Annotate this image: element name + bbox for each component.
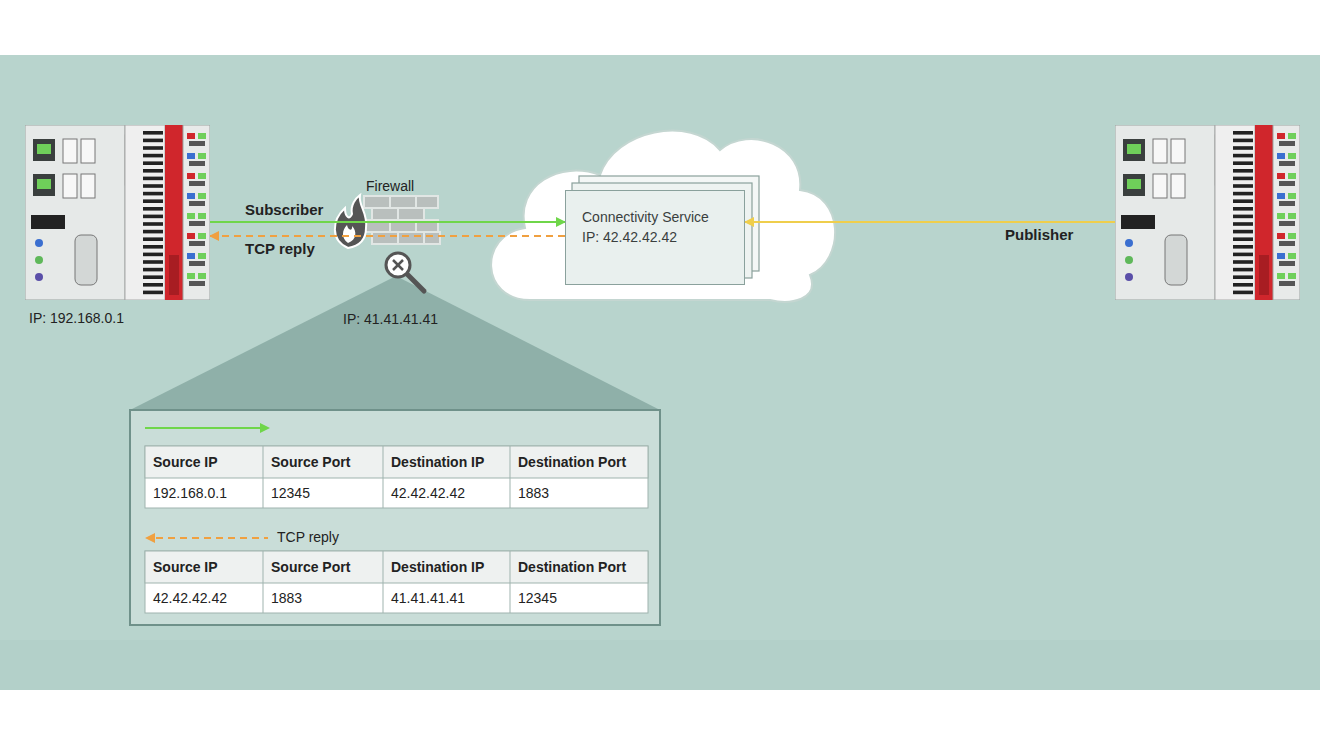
table-cell: 41.41.41.41 — [383, 583, 510, 613]
table-header: Destination Port — [510, 446, 648, 478]
service-name: Connectivity Service — [582, 209, 732, 225]
table-header: Source IP — [145, 551, 263, 583]
service-box: Connectivity ServiceIP: 42.42.42.42 — [565, 190, 745, 285]
table-header: Destination IP — [383, 551, 510, 583]
ground-band — [0, 55, 1320, 690]
controller-device: IP: 192.168.0.1 — [25, 125, 210, 300]
magnifier-icon — [386, 253, 424, 291]
table-header: Source IP — [145, 446, 263, 478]
table-cell: 12345 — [510, 583, 648, 613]
ip-address: IP: 41.41.41.41 — [343, 311, 438, 327]
table-grid — [145, 446, 648, 613]
callout-panel — [130, 410, 660, 625]
table-header: Source Port — [263, 446, 383, 478]
controller-illustration — [25, 125, 210, 300]
table-header: Destination IP — [383, 446, 510, 478]
firewall-label: Firewall — [366, 178, 414, 194]
table-header: Destination Port — [510, 551, 648, 583]
table-cell: 1883 — [510, 478, 648, 508]
table-cell: 1883 — [263, 583, 383, 613]
table-arrows — [145, 423, 270, 543]
connector-label: TCP reply — [245, 240, 315, 257]
connector — [745, 221, 1115, 223]
table-header: Source Port — [263, 551, 383, 583]
ground-strip — [0, 640, 1320, 690]
table-cell: 12345 — [263, 478, 383, 508]
connector — [210, 235, 565, 237]
connector-label: Publisher — [1005, 226, 1073, 243]
ip-address: IP: 42.42.42.42 — [582, 229, 732, 245]
ip-address: IP: 192.168.0.1 — [29, 310, 124, 326]
table-cell: 42.42.42.42 — [145, 583, 263, 613]
controller-illustration — [1115, 125, 1300, 300]
controller-device — [1115, 125, 1300, 300]
cloud — [491, 131, 835, 302]
reply-label: TCP reply — [277, 529, 339, 545]
connector — [210, 221, 565, 223]
table-cell: 42.42.42.42 — [383, 478, 510, 508]
table-cell: 192.168.0.1 — [145, 478, 263, 508]
connector-label: Subscriber — [245, 201, 323, 218]
